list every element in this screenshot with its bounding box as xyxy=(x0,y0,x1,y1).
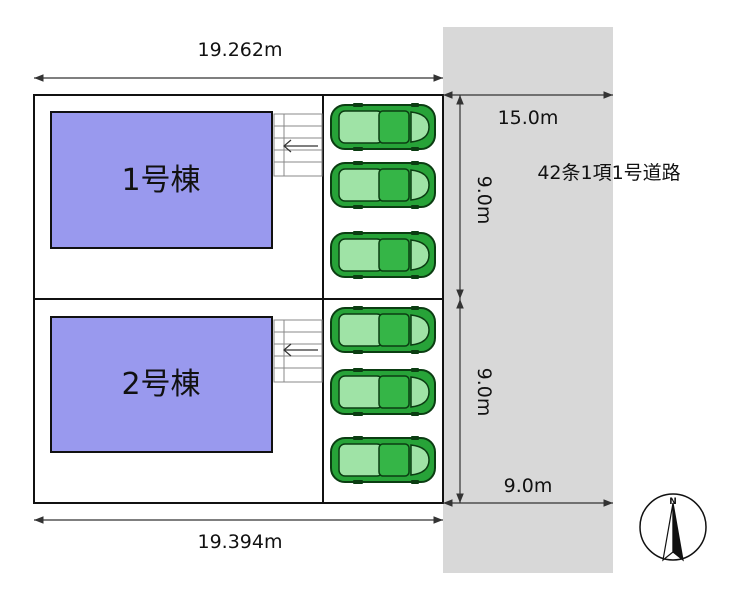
car-3 xyxy=(330,230,436,280)
entrance-arrow-1 xyxy=(283,139,318,153)
entrance-steps-2 xyxy=(273,319,323,383)
road-width-bottom-label: 9.0m xyxy=(504,475,553,497)
car-2 xyxy=(330,160,436,210)
top-width-label: 19.262m xyxy=(198,39,283,61)
lot2-depth-label: 9.0m xyxy=(473,368,495,417)
lot1-depth-label: 9.0m xyxy=(473,176,495,225)
entrance-steps-1 xyxy=(273,113,323,177)
building-2 xyxy=(50,316,273,453)
car-5 xyxy=(330,367,436,417)
building-2-label: 2号棟 xyxy=(121,367,200,402)
road-width-top-label: 15.0m xyxy=(498,107,559,129)
building-1 xyxy=(50,111,273,249)
north-label: N xyxy=(669,497,677,507)
entrance-arrow-2 xyxy=(283,343,318,357)
road-label: 42条1項1号道路 xyxy=(537,162,680,184)
building-1-label: 1号棟 xyxy=(121,163,200,198)
bottom-width-label: 19.394m xyxy=(198,531,283,553)
car-6 xyxy=(330,435,436,485)
road xyxy=(443,27,613,573)
north-compass-icon: N xyxy=(639,493,707,562)
car-1 xyxy=(330,102,436,152)
car-4 xyxy=(330,305,436,355)
